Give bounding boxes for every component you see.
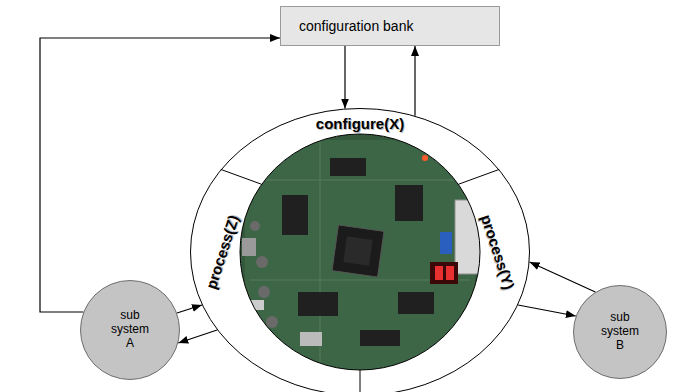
subsystem-circle: sub system A xyxy=(80,280,180,380)
storage-box: configuration bank xyxy=(280,6,500,46)
connector-arrow xyxy=(178,330,217,343)
ring-outline xyxy=(190,108,530,392)
memory-chip xyxy=(360,330,400,346)
memory-chip xyxy=(395,185,423,221)
component xyxy=(300,332,322,346)
fpga-chip xyxy=(332,225,384,277)
reconfigurable-ring: configure(X)process(Z)process(Y) xyxy=(190,108,530,392)
wire xyxy=(456,118,476,136)
memory-chip xyxy=(330,158,366,176)
memory-chip xyxy=(398,292,434,314)
connector-arrow xyxy=(530,262,596,292)
ring-divider xyxy=(360,370,361,392)
dip-switch xyxy=(440,232,452,254)
label-slot: configure(X) xyxy=(316,116,404,131)
led-digit xyxy=(446,266,454,280)
memory-chip xyxy=(282,195,308,235)
connector-arrow xyxy=(344,46,345,109)
status-led xyxy=(422,155,428,161)
connector-arrow xyxy=(177,305,202,313)
pcb-trace xyxy=(250,180,470,181)
capacitor xyxy=(250,221,260,231)
led-digit xyxy=(435,266,443,280)
subsystem-label: sub system A xyxy=(107,309,153,350)
ring-divider xyxy=(458,169,499,184)
ring-divider xyxy=(221,169,262,184)
box-label: configuration bank xyxy=(299,18,413,35)
ring-label: configure(X) xyxy=(316,116,404,131)
circle-shape xyxy=(574,286,667,379)
fpga-die xyxy=(343,236,372,265)
subsystem-label: sub system B xyxy=(597,311,643,352)
connector-arrow xyxy=(518,305,576,316)
capacitor xyxy=(256,256,268,268)
seven-segment-display xyxy=(430,262,458,284)
connector-arrow xyxy=(414,46,415,116)
capacitor xyxy=(266,316,278,328)
capacitor xyxy=(258,286,270,298)
ring-band xyxy=(191,109,530,392)
audio-jack xyxy=(242,238,256,256)
circle-shape xyxy=(81,281,180,380)
memory-chip xyxy=(298,292,338,316)
subsystem-circle: sub system B xyxy=(573,285,667,379)
